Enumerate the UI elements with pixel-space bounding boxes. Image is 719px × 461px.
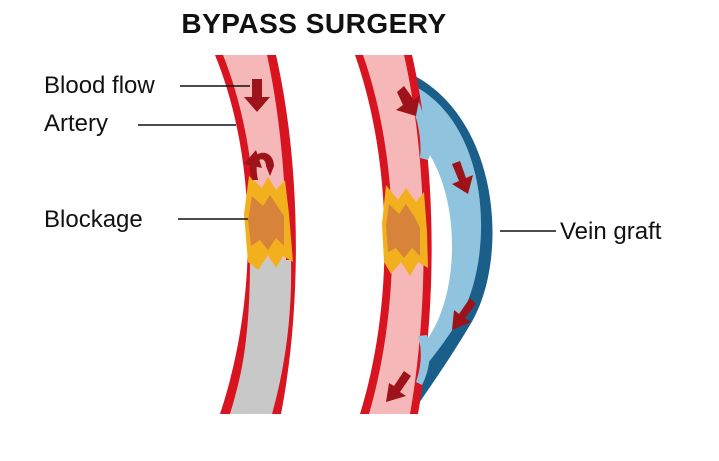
vein-graft-outer <box>413 75 493 410</box>
vein-graft-inner <box>418 88 482 370</box>
diagram-title: BYPASS SURGERY <box>181 8 447 39</box>
blocked-artery <box>215 55 296 414</box>
right-blockage-core <box>386 204 420 258</box>
graft-arrow-bottom <box>452 298 476 330</box>
bypassed-artery <box>355 55 493 414</box>
blood-flow-label: Blood flow <box>44 72 155 99</box>
left-arrow-down <box>244 79 270 112</box>
graft-entry-opening <box>410 100 431 160</box>
right-arrow-top <box>396 86 420 116</box>
left-arrow-bounce-head <box>244 150 262 168</box>
right-arrow-bottom <box>386 371 411 402</box>
graft-exit-opening <box>416 335 430 385</box>
leader-lines <box>138 85 556 232</box>
graft-arrow-top <box>452 161 473 194</box>
vein-graft-label: Vein graft <box>560 218 662 245</box>
artery-label: Artery <box>44 110 109 137</box>
left-blockage-core <box>248 195 284 250</box>
left-artery-blocked-section <box>230 260 292 414</box>
blockage-label: Blockage <box>44 206 143 233</box>
